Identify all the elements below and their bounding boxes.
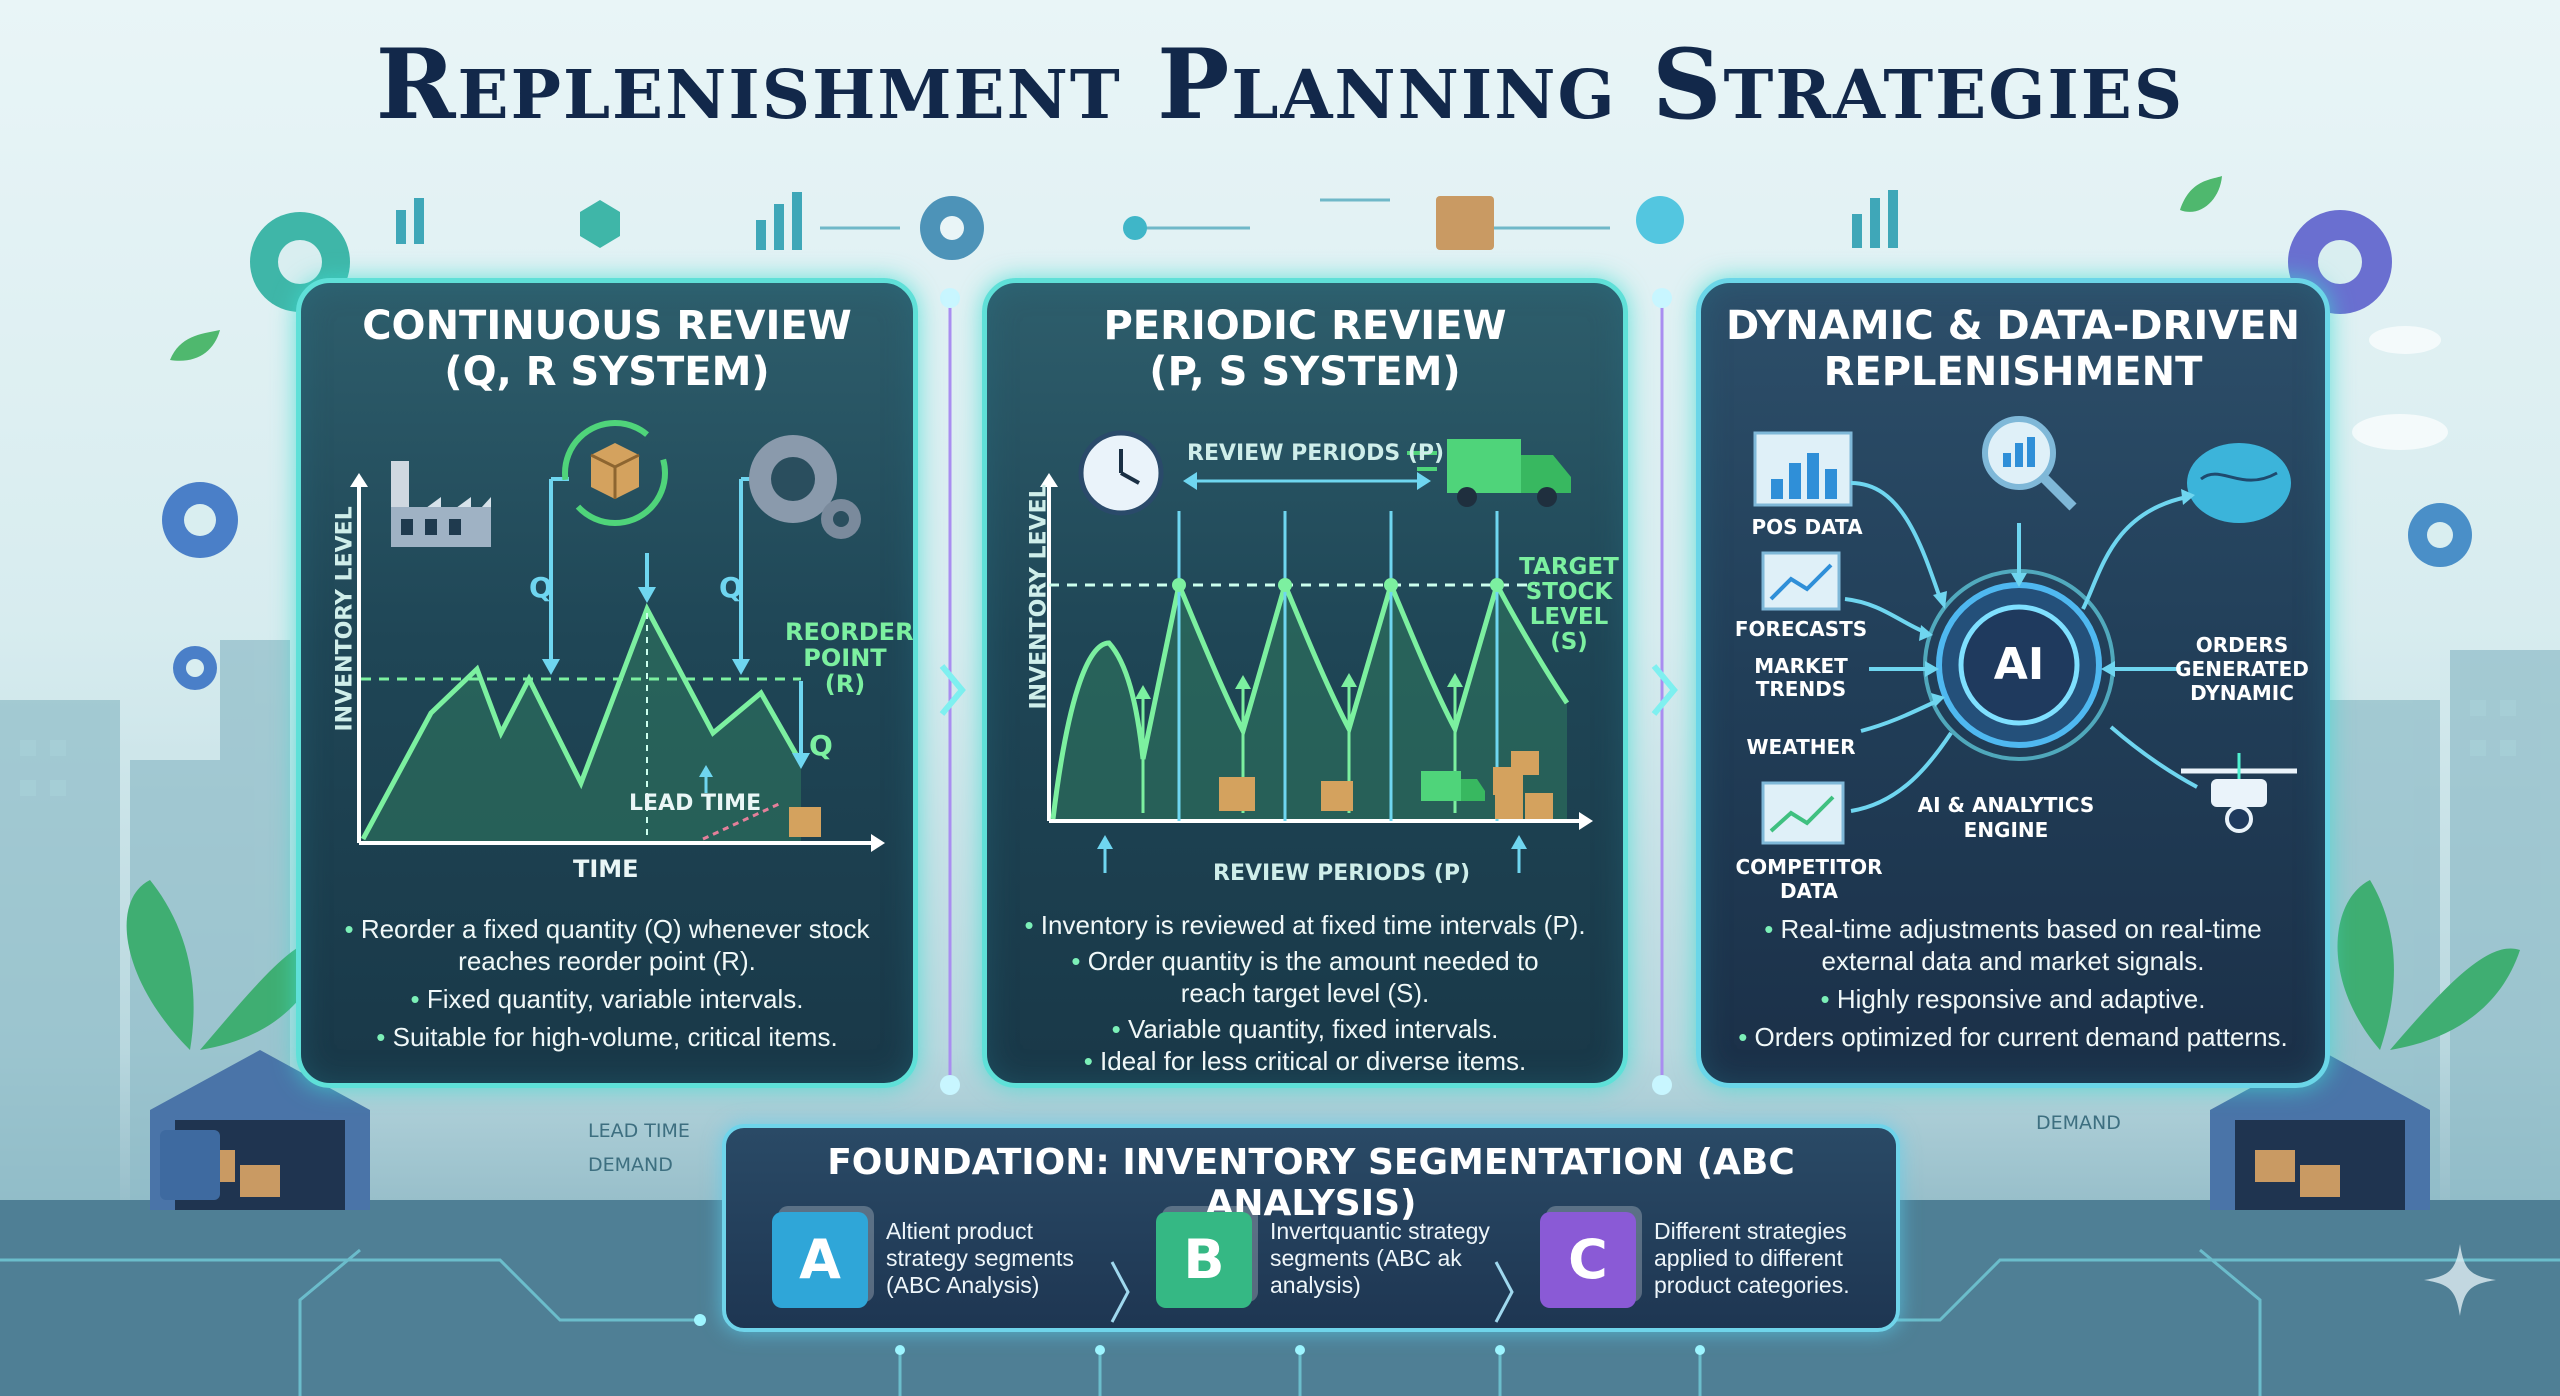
y-axis-label: Inventory Level [1026,484,1052,710]
page-title: Replenishment Planning Strategies [375,28,2185,141]
segment-c-cube: C [1540,1212,1636,1308]
drone-icon [2181,753,2297,833]
dynamic-title-line1: Dynamic & Data-Driven [1726,303,2300,349]
dynamic-replenishment-panel: Dynamic & Data-Driven Replenishment [1696,278,2330,1088]
target-line2: Stock [1525,579,1613,605]
continuous-bullets: Reorder a fixed quantity (Q) whenever st… [301,913,913,1053]
segment-chevrons [1110,1261,1514,1323]
segment-a-text: Altient product strategy segments (ABC A… [886,1218,1074,1298]
segment-b-text: Invertquantic strategy segments (ABC ak … [1270,1218,1490,1298]
brain-icon [2187,443,2291,523]
dynamic-bullet-3: Orders optimized for current demand patt… [1721,1021,2305,1053]
segment-c-text: Different strategies applied to differen… [1654,1218,1850,1298]
continuous-bullet-2: Fixed quantity, variable intervals. [341,983,873,1015]
y-axis-label: Inventory Level [332,506,358,732]
sparkle-icon [2424,1244,2496,1316]
pos-data-icon [1753,431,1853,507]
target-stock-label: Target Stock Level (S) [1519,555,1619,655]
q-label-1: Q [529,571,553,604]
market-trends-label: Market Trends [1741,655,1861,701]
reorder-point-label: Reorder Point (R) [785,618,914,698]
continuous-bullet-1: Reorder a fixed quantity (Q) whenever st… [341,913,873,977]
magnifier-icon [1982,416,2077,511]
periodic-bullet-3: Variable quantity, fixed intervals. [1017,1013,1593,1045]
x-axis-label: Time [573,855,639,883]
periodic-title-line1: Periodic Review [1103,303,1507,349]
engine-line2: Engine [1963,818,2049,842]
reorder-line3: (R) [824,670,866,698]
box-icon [789,807,821,837]
competitor-data-label: Competitor Data [1735,855,1883,903]
lead-time-label: Lead Time [629,791,762,816]
foundation-panel: Foundation: Inventory Segmentation (ABC … [722,1124,1900,1332]
target-line4: (S) [1550,629,1588,655]
dynamic-bullet-2: Highly responsive and adaptive. [1761,983,2265,1015]
periodic-bullet-4: Ideal for less critical or diverse items… [1017,1045,1593,1077]
demand-side-label-right: Demand [2036,1112,2121,1134]
dynamic-bullets: Real-time adjustments based on real-time… [1701,913,2325,1053]
gear-icon [749,435,861,539]
dynamic-title: Dynamic & Data-Driven Replenishment [1701,303,2325,395]
engine-line1: AI & Analytics [1917,793,2095,817]
q-label-2: Q [719,571,743,604]
periodic-title-line2: (P, S System) [1149,349,1461,395]
review-periods-bottom-label: Review Periods (P) [1213,861,1471,886]
periodic-bullet-1: Inventory is reviewed at fixed time inte… [1017,909,1593,941]
ai-engine-label: AI & Analytics Engine [1911,793,2101,843]
ai-engine-diagram [1753,416,2297,845]
orders-line3: Dynamic [2190,681,2294,705]
segment-a-cube: A [772,1212,868,1308]
target-line3: Level [1529,604,1609,630]
competitor-data-icon [1761,781,1845,845]
periodic-bullet-2: Order quantity is the amount needed to r… [1017,945,1593,1009]
segment-b: B Invertquantic strategy segments (ABC a… [1156,1212,1496,1312]
review-periods-top-label: Review Periods (P) [1187,441,1445,466]
reorder-line2: Point [803,644,887,672]
pos-data-label: POS Data [1751,515,1863,539]
box-icon [1219,751,1553,819]
segment-b-cube: B [1156,1212,1252,1308]
delivery-truck-icon [1407,439,1571,507]
continuous-review-panel: Continuous Review (Q, R System) [296,278,918,1088]
target-line1: Target [1519,554,1619,580]
continuous-bullet-3: Suitable for high-volume, critical items… [341,1021,873,1053]
periodic-review-title: Periodic Review (P, S System) [987,303,1623,395]
continuous-review-title: Continuous Review (Q, R System) [301,303,913,395]
small-truck-icon [1421,771,1485,801]
clock-icon [1078,430,1164,516]
ai-label: AI [1993,639,2045,690]
segment-c: C Different strategies applied to differ… [1540,1212,1880,1312]
dynamic-title-line2: Replenishment [1823,349,2203,395]
periodic-review-panel: Periodic Review (P, S System) [982,278,1628,1088]
dynamic-bullet-1: Real-time adjustments based on real-time… [1761,913,2265,977]
segment-a: A Altient product strategy segments (ABC… [772,1212,1112,1312]
factory-icon [391,461,491,547]
foundation-title: Foundation: Inventory Segmentation (ABC … [827,1142,1795,1224]
demand-side-label-left: Demand [588,1154,673,1176]
q-label-3: Q [809,729,833,762]
reorder-box-icon [562,420,668,526]
continuous-title-line2: (Q, R System) [444,349,770,395]
periodic-bullets: Inventory is reviewed at fixed time inte… [987,909,1623,1077]
market-line1: Market [1754,654,1848,678]
continuous-title-line1: Continuous Review [362,303,852,349]
weather-label: Weather [1746,735,1856,759]
orders-line2: Generated [2175,657,2309,681]
forecasts-label: Forecasts [1734,617,1868,641]
orders-generated-label: Orders Generated Dynamic [2167,633,2317,705]
orders-line1: Orders [2195,633,2289,657]
lead-time-side-label: Lead Time [588,1120,690,1142]
forecasts-icon [1761,551,1841,611]
market-line2: Trends [1755,677,1847,701]
ps-inventory-chart [1040,430,1593,873]
ai-gear-icon [1958,604,2080,726]
qr-inventory-chart [350,420,885,852]
reorder-line1: Reorder [785,618,914,646]
